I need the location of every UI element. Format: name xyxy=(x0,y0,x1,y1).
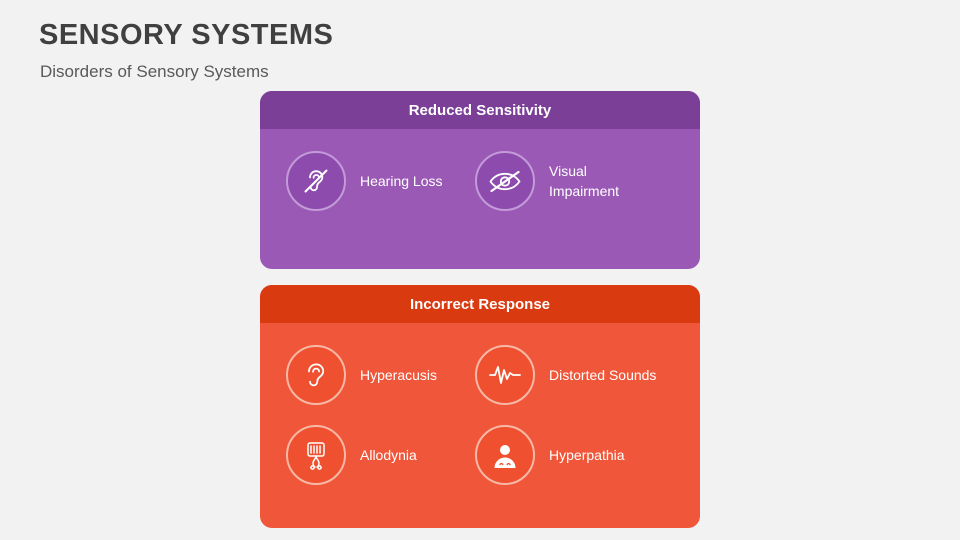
card-incorrect-response-body: Hyperacusis Distorted Sounds xyxy=(260,323,700,528)
item-visual-impairment[interactable]: Visual Impairment xyxy=(475,151,674,211)
card-reduced-sensitivity-body: Hearing Loss Visual Impairment xyxy=(260,129,700,269)
item-label: Visual Impairment xyxy=(549,162,620,199)
page-title: SENSORY SYSTEMS xyxy=(39,19,334,51)
item-label: Hyperpathia xyxy=(549,446,625,463)
item-label: Allodynia xyxy=(360,446,417,463)
item-hyperacusis[interactable]: Hyperacusis xyxy=(286,345,475,405)
ear-icon xyxy=(286,345,346,405)
person-pain-icon xyxy=(475,425,536,485)
card-reduced-sensitivity-header: Reduced Sensitivity xyxy=(260,91,700,129)
card-incorrect-response[interactable]: Incorrect Response Hyperacusis xyxy=(260,285,700,528)
page-subtitle: Disorders of Sensory Systems xyxy=(40,62,269,81)
item-hearing-loss[interactable]: Hearing Loss xyxy=(286,151,475,211)
waveform-icon xyxy=(475,345,536,405)
item-label: Hyperacusis xyxy=(360,366,438,383)
card-incorrect-response-header: Incorrect Response xyxy=(260,285,700,323)
item-allodynia[interactable]: Allodynia xyxy=(286,425,475,485)
card-row: Hyperacusis Distorted Sounds xyxy=(286,345,674,405)
eye-crossed-icon xyxy=(475,151,536,211)
nerve-skin-icon xyxy=(286,425,346,485)
item-label: Hearing Loss xyxy=(360,172,443,189)
card-row: Allodynia xyxy=(286,425,674,485)
item-label: Distorted Sounds xyxy=(549,366,657,383)
ear-crossed-icon xyxy=(286,151,346,211)
item-distorted-sounds[interactable]: Distorted Sounds xyxy=(475,345,674,405)
item-hyperpathia[interactable]: Hyperpathia xyxy=(475,425,674,485)
card-reduced-sensitivity[interactable]: Reduced Sensitivity Hear xyxy=(260,91,700,269)
card-row: Hearing Loss Visual Impairment xyxy=(286,151,674,211)
